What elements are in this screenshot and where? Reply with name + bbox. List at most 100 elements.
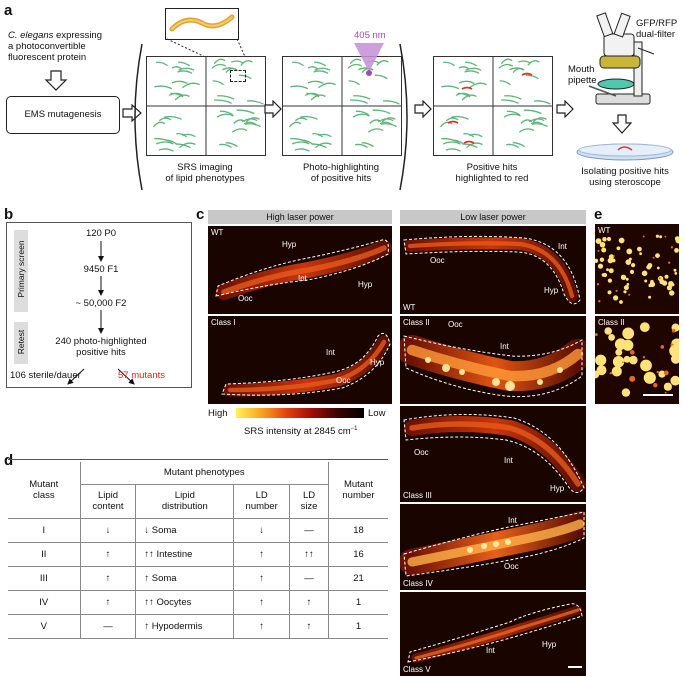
table-row: I↓↓ Soma↓—18: [8, 518, 388, 543]
hits-line1: 240 photo-highlighted: [55, 336, 147, 347]
plate-grid-srs: [146, 56, 266, 156]
anatomy-label: Int: [508, 516, 517, 525]
anatomy-label: Int: [500, 342, 509, 351]
header-class-line2: class: [32, 489, 55, 501]
organism-line3: a photoconvertible: [8, 41, 86, 52]
image-class-label: WT: [211, 228, 224, 237]
cell-num: 1: [327, 590, 388, 615]
droplet-image-wt-canvas: [595, 234, 679, 304]
cell-cls: II: [8, 542, 81, 567]
step-srs-caption: SRS imaging of lipid phenotypes: [140, 162, 270, 184]
isolate-caption: Isolating positive hits using steroscope: [566, 166, 684, 188]
table-top-rule: [8, 459, 388, 460]
header-number-line2: number: [342, 489, 375, 501]
worm-outline: [407, 603, 583, 663]
image-class-label: Class II: [403, 318, 430, 327]
cell-lds: —: [289, 566, 329, 591]
scale-bar: [568, 666, 582, 668]
cell-dist: ↑ Hypodermis: [135, 614, 234, 639]
cell-ldn: ↑: [233, 590, 290, 615]
laser-beam-icon: [354, 43, 384, 76]
organism-description: C. elegans expressing a photoconvertible…: [8, 30, 128, 63]
pipette-icon: [588, 85, 617, 97]
header-dist-line1: Lipid: [174, 490, 195, 501]
header-content-line2: content: [92, 501, 124, 512]
step-red-hits-caption: Positive hits highlighted to red: [427, 162, 557, 184]
cell-num: 21: [327, 566, 388, 591]
cell-lds: ↑↑: [289, 542, 329, 567]
header-ld-number: LD number: [233, 484, 290, 519]
header-class-line1: Mutant: [29, 478, 59, 490]
colorbar-title: SRS intensity at 2845 cm−1: [244, 424, 358, 437]
cell-lds: ↑: [289, 590, 329, 615]
droplet-image-class2-canvas: [595, 322, 679, 397]
panel-label-c: c: [196, 206, 205, 223]
droplet-wt-label: WT: [598, 226, 611, 235]
cell-cls: III: [8, 566, 81, 591]
droplet-image-class2: Class II: [595, 316, 679, 404]
hits-line2: positive hits: [76, 347, 126, 358]
cell-ldn: ↑: [233, 614, 290, 639]
colorbar-title-sup: −1: [350, 426, 358, 432]
hits-count: 240 photo-highlighted positive hits: [36, 336, 166, 358]
colorbar-low-label: Low: [368, 408, 386, 419]
cell-content: —: [79, 614, 136, 639]
image-class-label: Class III: [403, 491, 432, 500]
step2-line2: of positive hits: [310, 173, 372, 184]
worm-outline: [403, 511, 585, 577]
low-laser-header: Low laser power: [400, 210, 586, 224]
anatomy-label: Ooc: [504, 562, 519, 571]
p0-count: 120 P0: [85, 228, 117, 239]
anatomy-label: Int: [486, 646, 495, 655]
step2-line1: Photo-highlighting: [302, 162, 380, 173]
header-ldn-line2: number: [245, 501, 278, 512]
anatomy-label: Ooc: [448, 320, 463, 329]
plate-grid-photohighlight: [282, 56, 402, 156]
scale-bar: [643, 394, 673, 396]
cell-cls: I: [8, 518, 81, 543]
zoom-region: [230, 70, 246, 82]
cell-ldn: ↓: [233, 518, 290, 543]
cell-lds: —: [289, 518, 329, 543]
organism-name: C. elegans: [8, 30, 54, 41]
anatomy-label: Int: [558, 242, 567, 251]
image-class-label: Class V: [403, 665, 431, 674]
mutant-phenotype-table: Mutant class Mutant phenotypes Mutant nu…: [8, 462, 388, 639]
header-lds-line2: size: [300, 501, 318, 512]
header-mutant-number: Mutant number: [327, 462, 388, 519]
cell-cls: IV: [8, 590, 81, 615]
worm-outline: [215, 239, 389, 297]
screen-flowchart: [6, 222, 192, 388]
cell-content: ↑: [79, 566, 136, 591]
stereoscope-icon: [595, 12, 651, 105]
pipette-label: Mouth pipette: [568, 64, 597, 86]
anatomy-label: Int: [504, 456, 513, 465]
primary-screen-tag: Primary screen: [14, 230, 28, 312]
isolate-line2: using steroscope: [589, 177, 661, 188]
header-mutant-class: Mutant class: [8, 462, 81, 519]
f1-count: 9450 F1: [83, 264, 119, 275]
filter-label: GFP/RFP dual-filter: [636, 18, 677, 40]
anatomy-label: Ooc: [414, 448, 429, 457]
header-number-line1: Mutant: [343, 478, 374, 490]
sterile-count: 106 sterile/dauer: [10, 370, 81, 381]
header-dist-line2: distribution: [161, 501, 208, 512]
panel-label-e: e: [594, 206, 603, 223]
cell-cls: V: [8, 614, 81, 639]
colorbar-title-text: SRS intensity at 2845 cm: [244, 426, 351, 438]
anatomy-label: Ooc: [336, 376, 351, 385]
cell-ldn: ↑: [233, 566, 290, 591]
anatomy-label: Ooc: [430, 256, 445, 265]
cell-ldn: ↑: [233, 542, 290, 567]
step-photohighlight-caption: Photo-highlighting of positive hits: [276, 162, 406, 184]
table-row: IV↑↑↑ Oocytes↑↑1: [8, 590, 388, 615]
pipette-line2: pipette: [568, 75, 597, 86]
laser-wavelength: 405 nm: [354, 30, 386, 41]
anatomy-label: Int: [326, 348, 335, 357]
table-row: III↑↑ Soma↑—21: [8, 566, 388, 591]
pointer-line: [637, 47, 655, 55]
cell-dist: ↑↑ Intestine: [135, 542, 234, 567]
step3-line1: Positive hits: [466, 162, 518, 173]
